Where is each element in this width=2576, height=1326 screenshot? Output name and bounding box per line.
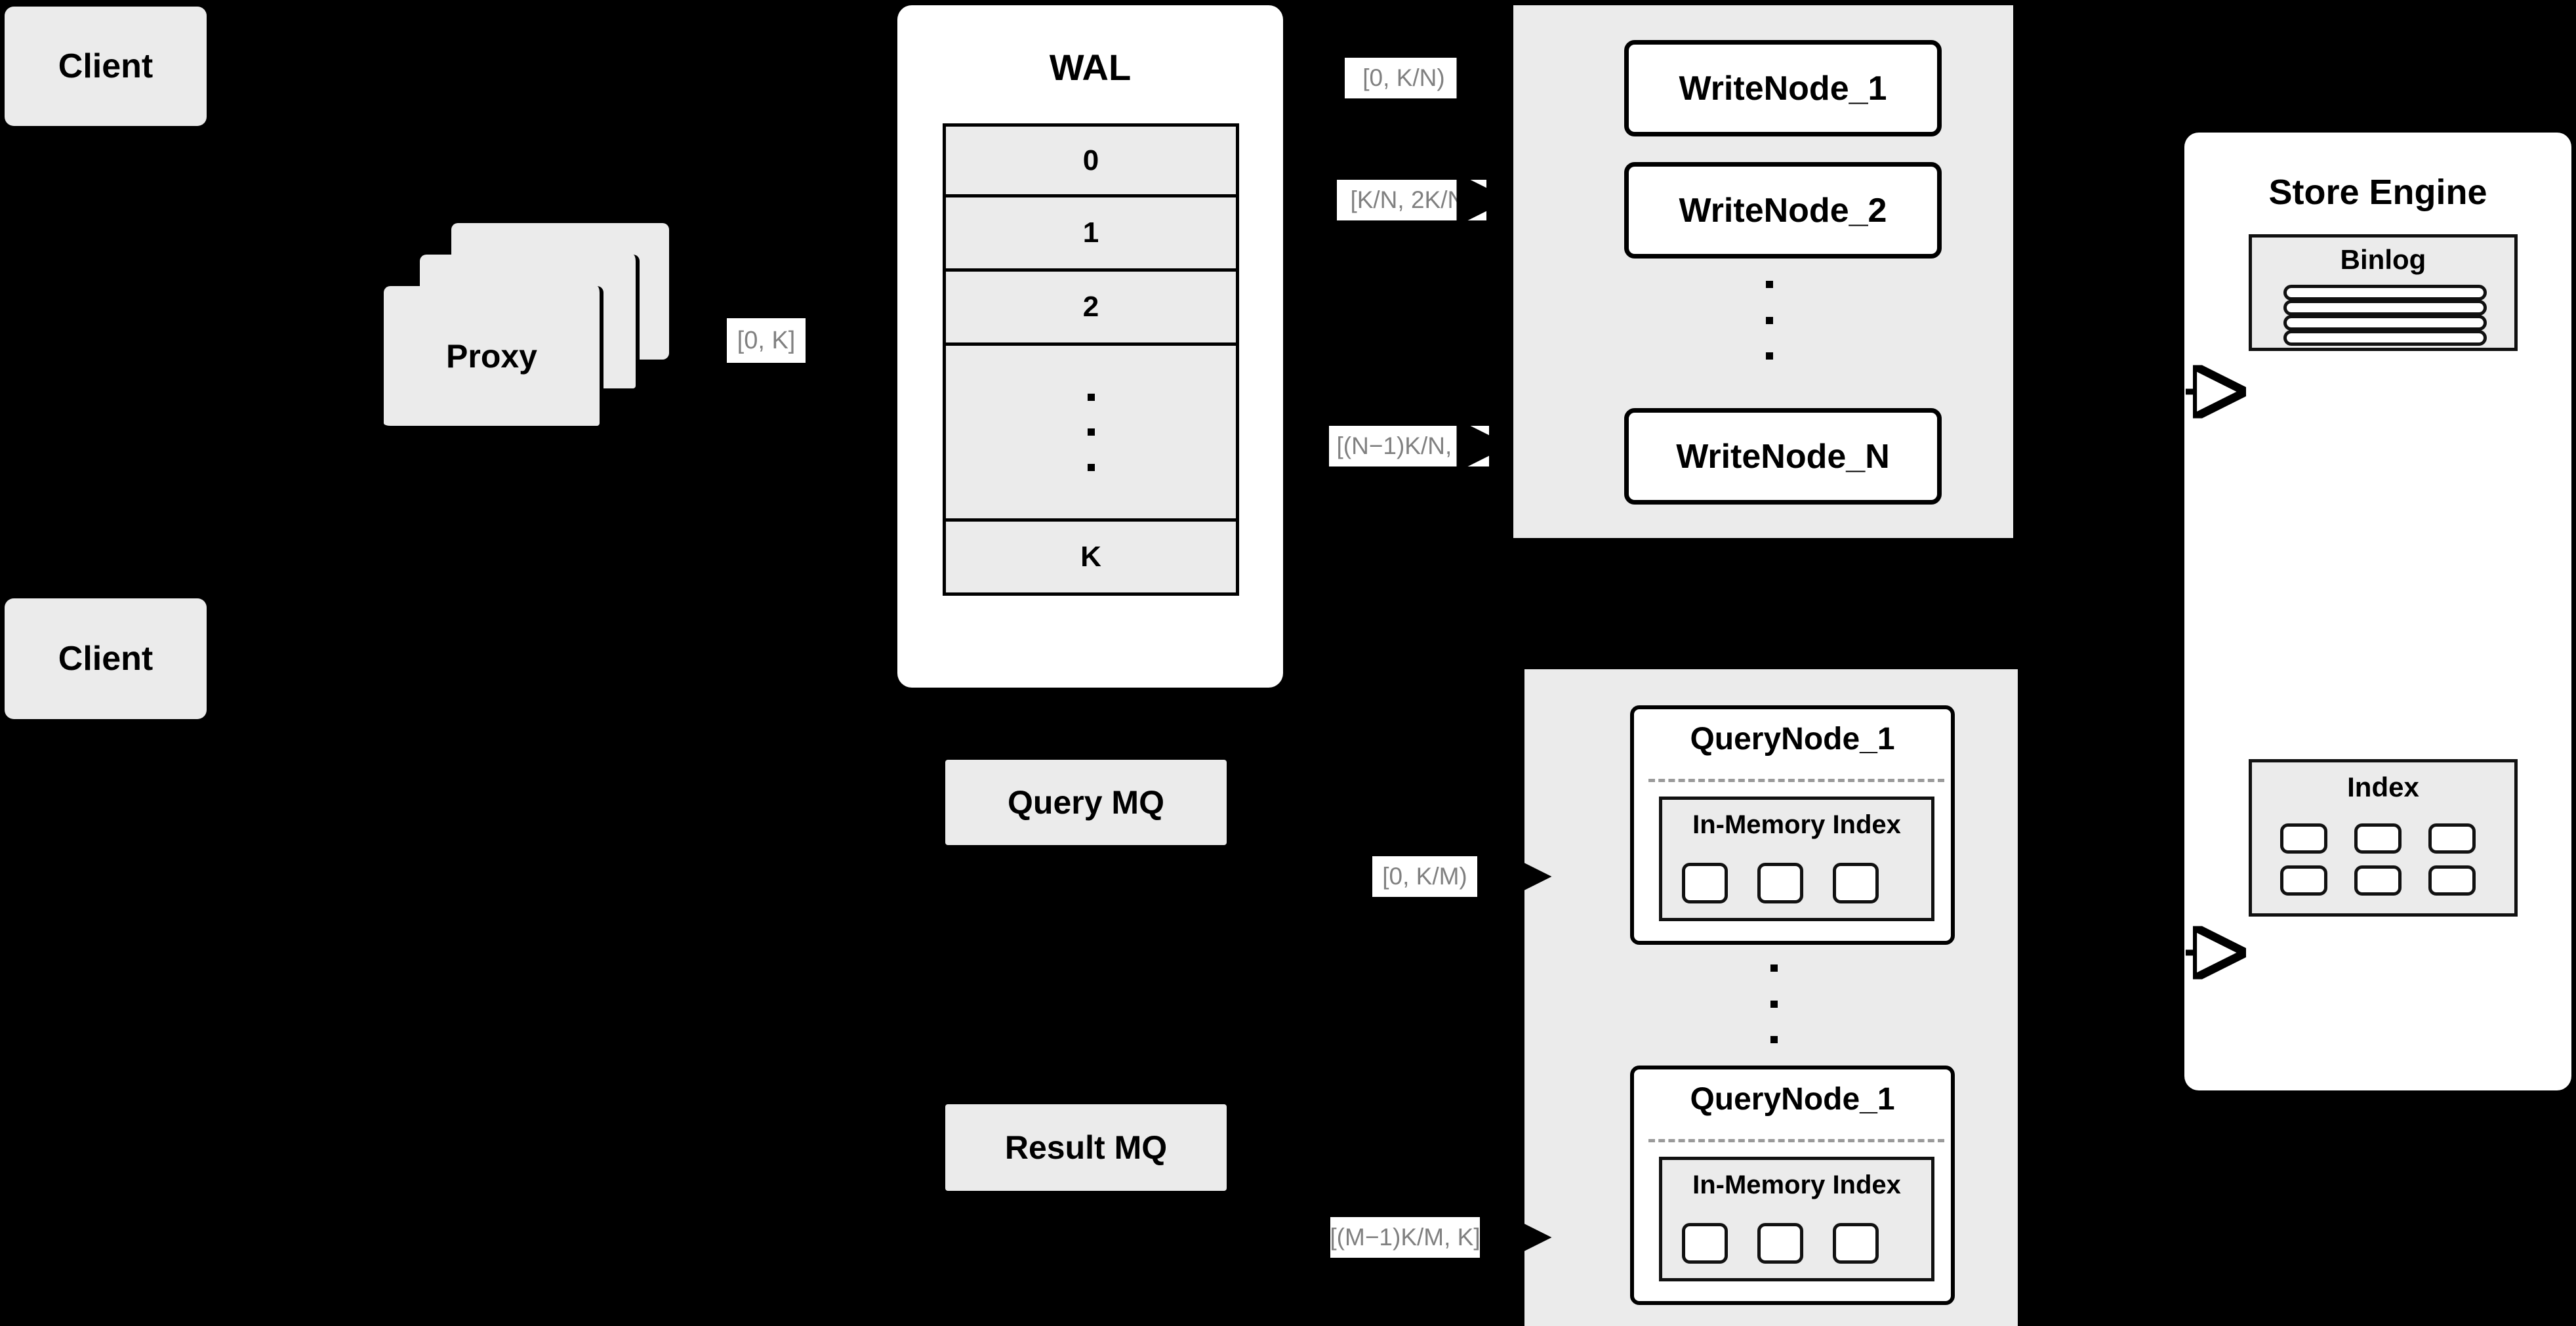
store-engine-title: Store Engine bbox=[2268, 173, 2487, 212]
query-node-1-label: QueryNode_1 bbox=[1690, 722, 1895, 756]
index-segment bbox=[1757, 863, 1803, 903]
query-node-m-index-title: In-Memory Index bbox=[1692, 1171, 1901, 1199]
wal-panel: WAL 0 1 2 K bbox=[897, 5, 1283, 688]
binlog-entry bbox=[2283, 315, 2487, 331]
proxy-card-front[interactable]: Proxy bbox=[384, 286, 603, 430]
index-segment bbox=[1682, 1223, 1728, 1264]
store-index-title: Index bbox=[2347, 772, 2419, 802]
write-node-2-label: WriteNode_2 bbox=[1679, 191, 1887, 230]
index-segment bbox=[1682, 863, 1728, 903]
write-node-2-range-label: [K/N, 2K/N) bbox=[1337, 180, 1486, 220]
binlog-entry bbox=[2283, 300, 2487, 316]
binlog-entry bbox=[2283, 285, 2487, 300]
query-node-m-label: QueryNode_1 bbox=[1690, 1082, 1895, 1117]
index-cell bbox=[2354, 823, 2402, 854]
index-segment bbox=[1833, 1223, 1879, 1264]
write-node-2[interactable]: WriteNode_2 bbox=[1624, 162, 1942, 259]
query-cluster-panel: QueryNode_1 In-Memory Index QueryNode_1 … bbox=[1524, 669, 2018, 1326]
query-node-m[interactable]: QueryNode_1 In-Memory Index bbox=[1630, 1066, 1955, 1305]
wal-row: K bbox=[943, 522, 1239, 596]
wal-row: 0 bbox=[943, 123, 1239, 197]
proxy-label: Proxy bbox=[446, 337, 537, 375]
result-mq-label: Result MQ bbox=[1004, 1129, 1168, 1166]
write-node-n[interactable]: WriteNode_N bbox=[1624, 408, 1942, 505]
write-node-1[interactable]: WriteNode_1 bbox=[1624, 40, 1942, 136]
query-node-m-range-label: [(M−1)K/M, K] bbox=[1330, 1217, 1481, 1258]
client-box-1[interactable]: Client bbox=[5, 7, 207, 126]
index-cell bbox=[2280, 865, 2327, 896]
result-mq-box[interactable]: Result MQ bbox=[945, 1104, 1227, 1191]
write-node-n-range-label: [(N−1)K/N, K] bbox=[1329, 426, 1489, 466]
binlog-entry bbox=[2283, 330, 2487, 346]
write-node-1-range-label: [0, K/N) bbox=[1345, 58, 1463, 98]
index-cell bbox=[2428, 865, 2476, 896]
index-cell bbox=[2428, 823, 2476, 854]
query-node-1-in-memory-index: In-Memory Index bbox=[1659, 797, 1934, 921]
proxy-range-label: [0, K] bbox=[727, 318, 806, 363]
query-node-1-range-label: [0, K/M) bbox=[1372, 856, 1477, 897]
write-node-1-label: WriteNode_1 bbox=[1679, 69, 1887, 108]
write-cluster-panel: WriteNode_1 WriteNode_2 WriteNode_N bbox=[1513, 5, 2013, 538]
query-node-1[interactable]: QueryNode_1 In-Memory Index bbox=[1630, 705, 1955, 945]
store-index-box: Index bbox=[2249, 759, 2518, 917]
wal-row-ellipsis bbox=[943, 346, 1239, 522]
wal-row: 2 bbox=[943, 272, 1239, 346]
wal-rows: 0 1 2 K bbox=[943, 123, 1239, 630]
binlog-box: Binlog bbox=[2249, 234, 2518, 351]
client-label-2: Client bbox=[58, 640, 153, 678]
binlog-title: Binlog bbox=[2340, 244, 2426, 275]
wal-title: WAL bbox=[1049, 47, 1132, 88]
query-mq-label: Query MQ bbox=[1008, 784, 1164, 821]
store-engine-panel: Store Engine Binlog Index bbox=[2184, 133, 2571, 1090]
query-mq-box[interactable]: Query MQ bbox=[945, 760, 1227, 845]
index-cell bbox=[2280, 823, 2327, 854]
index-cell bbox=[2354, 865, 2402, 896]
query-node-m-divider bbox=[1648, 1139, 1944, 1142]
write-node-n-label: WriteNode_N bbox=[1676, 437, 1890, 476]
index-segment bbox=[1757, 1223, 1803, 1264]
client-label-1: Client bbox=[58, 47, 153, 85]
query-node-1-index-title: In-Memory Index bbox=[1692, 810, 1901, 839]
wal-row: 1 bbox=[943, 197, 1239, 272]
write-cluster-ellipsis bbox=[1763, 281, 1776, 360]
query-cluster-ellipsis bbox=[1767, 964, 1780, 1043]
client-box-2[interactable]: Client bbox=[5, 598, 207, 719]
index-segment bbox=[1833, 863, 1879, 903]
query-node-1-divider bbox=[1648, 779, 1944, 782]
query-node-m-in-memory-index: In-Memory Index bbox=[1659, 1157, 1934, 1281]
